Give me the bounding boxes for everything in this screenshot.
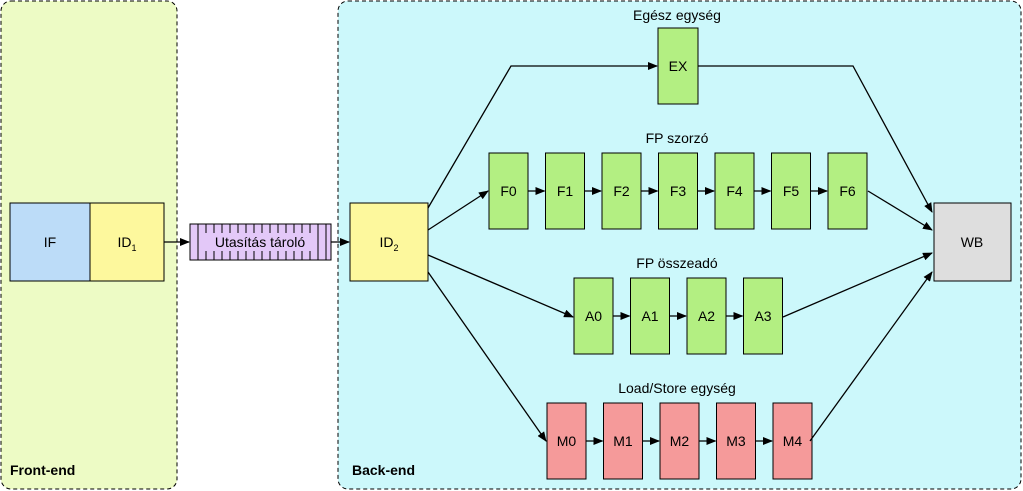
stage-box-a2 bbox=[686, 277, 727, 355]
connectors bbox=[164, 62, 933, 442]
backend-region-label: Back-end bbox=[352, 462, 415, 478]
frontend-region-label: Front-end bbox=[10, 462, 75, 478]
stage-box-f5 bbox=[771, 152, 811, 230]
if-stage-box bbox=[9, 202, 91, 282]
instruction-buffer-label: Utasítás tároló bbox=[215, 234, 305, 250]
pipeline-internal-arrows bbox=[528, 187, 828, 445]
arrow-ex-to-wb bbox=[698, 65, 933, 213]
id1-stage-label: ID1 bbox=[117, 234, 136, 253]
id1-sub-text: 1 bbox=[131, 243, 136, 253]
stage-label-f1: F1 bbox=[557, 183, 574, 199]
stage-box-f6 bbox=[827, 152, 868, 230]
arrow-f6-to-wb bbox=[867, 190, 933, 231]
stage-label-a2: A2 bbox=[698, 308, 715, 324]
stage-box-f2 bbox=[601, 152, 642, 230]
stage-label-a0: A0 bbox=[585, 308, 602, 324]
load-store-title: Load/Store egység bbox=[618, 380, 736, 396]
instruction-buffer-label-bg bbox=[202, 233, 316, 251]
stage-box-f4 bbox=[714, 152, 755, 230]
stage-box-m4 bbox=[772, 402, 813, 480]
stage-label-f0: F0 bbox=[500, 183, 517, 199]
stage-label-ex: EX bbox=[669, 58, 688, 74]
writeback-label: WB bbox=[961, 234, 984, 250]
stage-label-f6: F6 bbox=[839, 183, 856, 199]
stage-box-m1 bbox=[603, 402, 643, 480]
if-stage-label: IF bbox=[44, 234, 56, 250]
stage-box-f1 bbox=[545, 152, 585, 230]
stage-label-a1: A1 bbox=[641, 308, 658, 324]
stage-box-a1 bbox=[630, 277, 670, 355]
stage-label-m0: M0 bbox=[557, 433, 577, 449]
stage-label-f4: F4 bbox=[726, 183, 743, 199]
id2-sub-text: 2 bbox=[393, 243, 398, 253]
stage-label-f2: F2 bbox=[613, 183, 630, 199]
id2-stage-label: ID2 bbox=[379, 234, 398, 253]
stage-box-m3 bbox=[716, 402, 756, 480]
writeback-box bbox=[933, 202, 1012, 282]
stage-label-m4: M4 bbox=[783, 433, 803, 449]
id2-main-text: ID bbox=[379, 234, 393, 250]
stage-box-f0 bbox=[488, 152, 529, 230]
arrow-id2-to-f0 bbox=[427, 190, 489, 231]
stage-label-m1: M1 bbox=[613, 433, 633, 449]
stage-box-m2 bbox=[659, 402, 700, 480]
fp-adder-title: FP összeadó bbox=[636, 255, 718, 271]
stage-box-ex bbox=[657, 27, 699, 105]
stage-box-f3 bbox=[658, 152, 698, 230]
id2-stage-box bbox=[349, 202, 429, 282]
fp-multiplier-title: FP szorzó bbox=[646, 130, 709, 146]
stage-label-f3: F3 bbox=[670, 183, 687, 199]
arrow-id2-to-a0 bbox=[427, 254, 574, 318]
stage-label-a3: A3 bbox=[754, 308, 771, 324]
arrow-id2-to-m0 bbox=[427, 271, 547, 442]
stage-box-a0 bbox=[573, 277, 614, 355]
stage-label-m2: M2 bbox=[670, 433, 690, 449]
stage-label-m3: M3 bbox=[726, 433, 746, 449]
arrow-a3-to-wb bbox=[782, 252, 933, 318]
id1-stage-box bbox=[89, 202, 165, 282]
stage-box-m0 bbox=[546, 402, 587, 480]
backend-region bbox=[337, 0, 1022, 490]
integer-unit-title: Egész egység bbox=[633, 7, 721, 23]
id1-main-text: ID bbox=[117, 234, 131, 250]
arrow-id2-to-ex bbox=[427, 62, 658, 209]
stage-label-f5: F5 bbox=[783, 183, 800, 199]
arrow-m4-to-wb bbox=[809, 271, 933, 442]
stage-box-a3 bbox=[743, 277, 783, 355]
